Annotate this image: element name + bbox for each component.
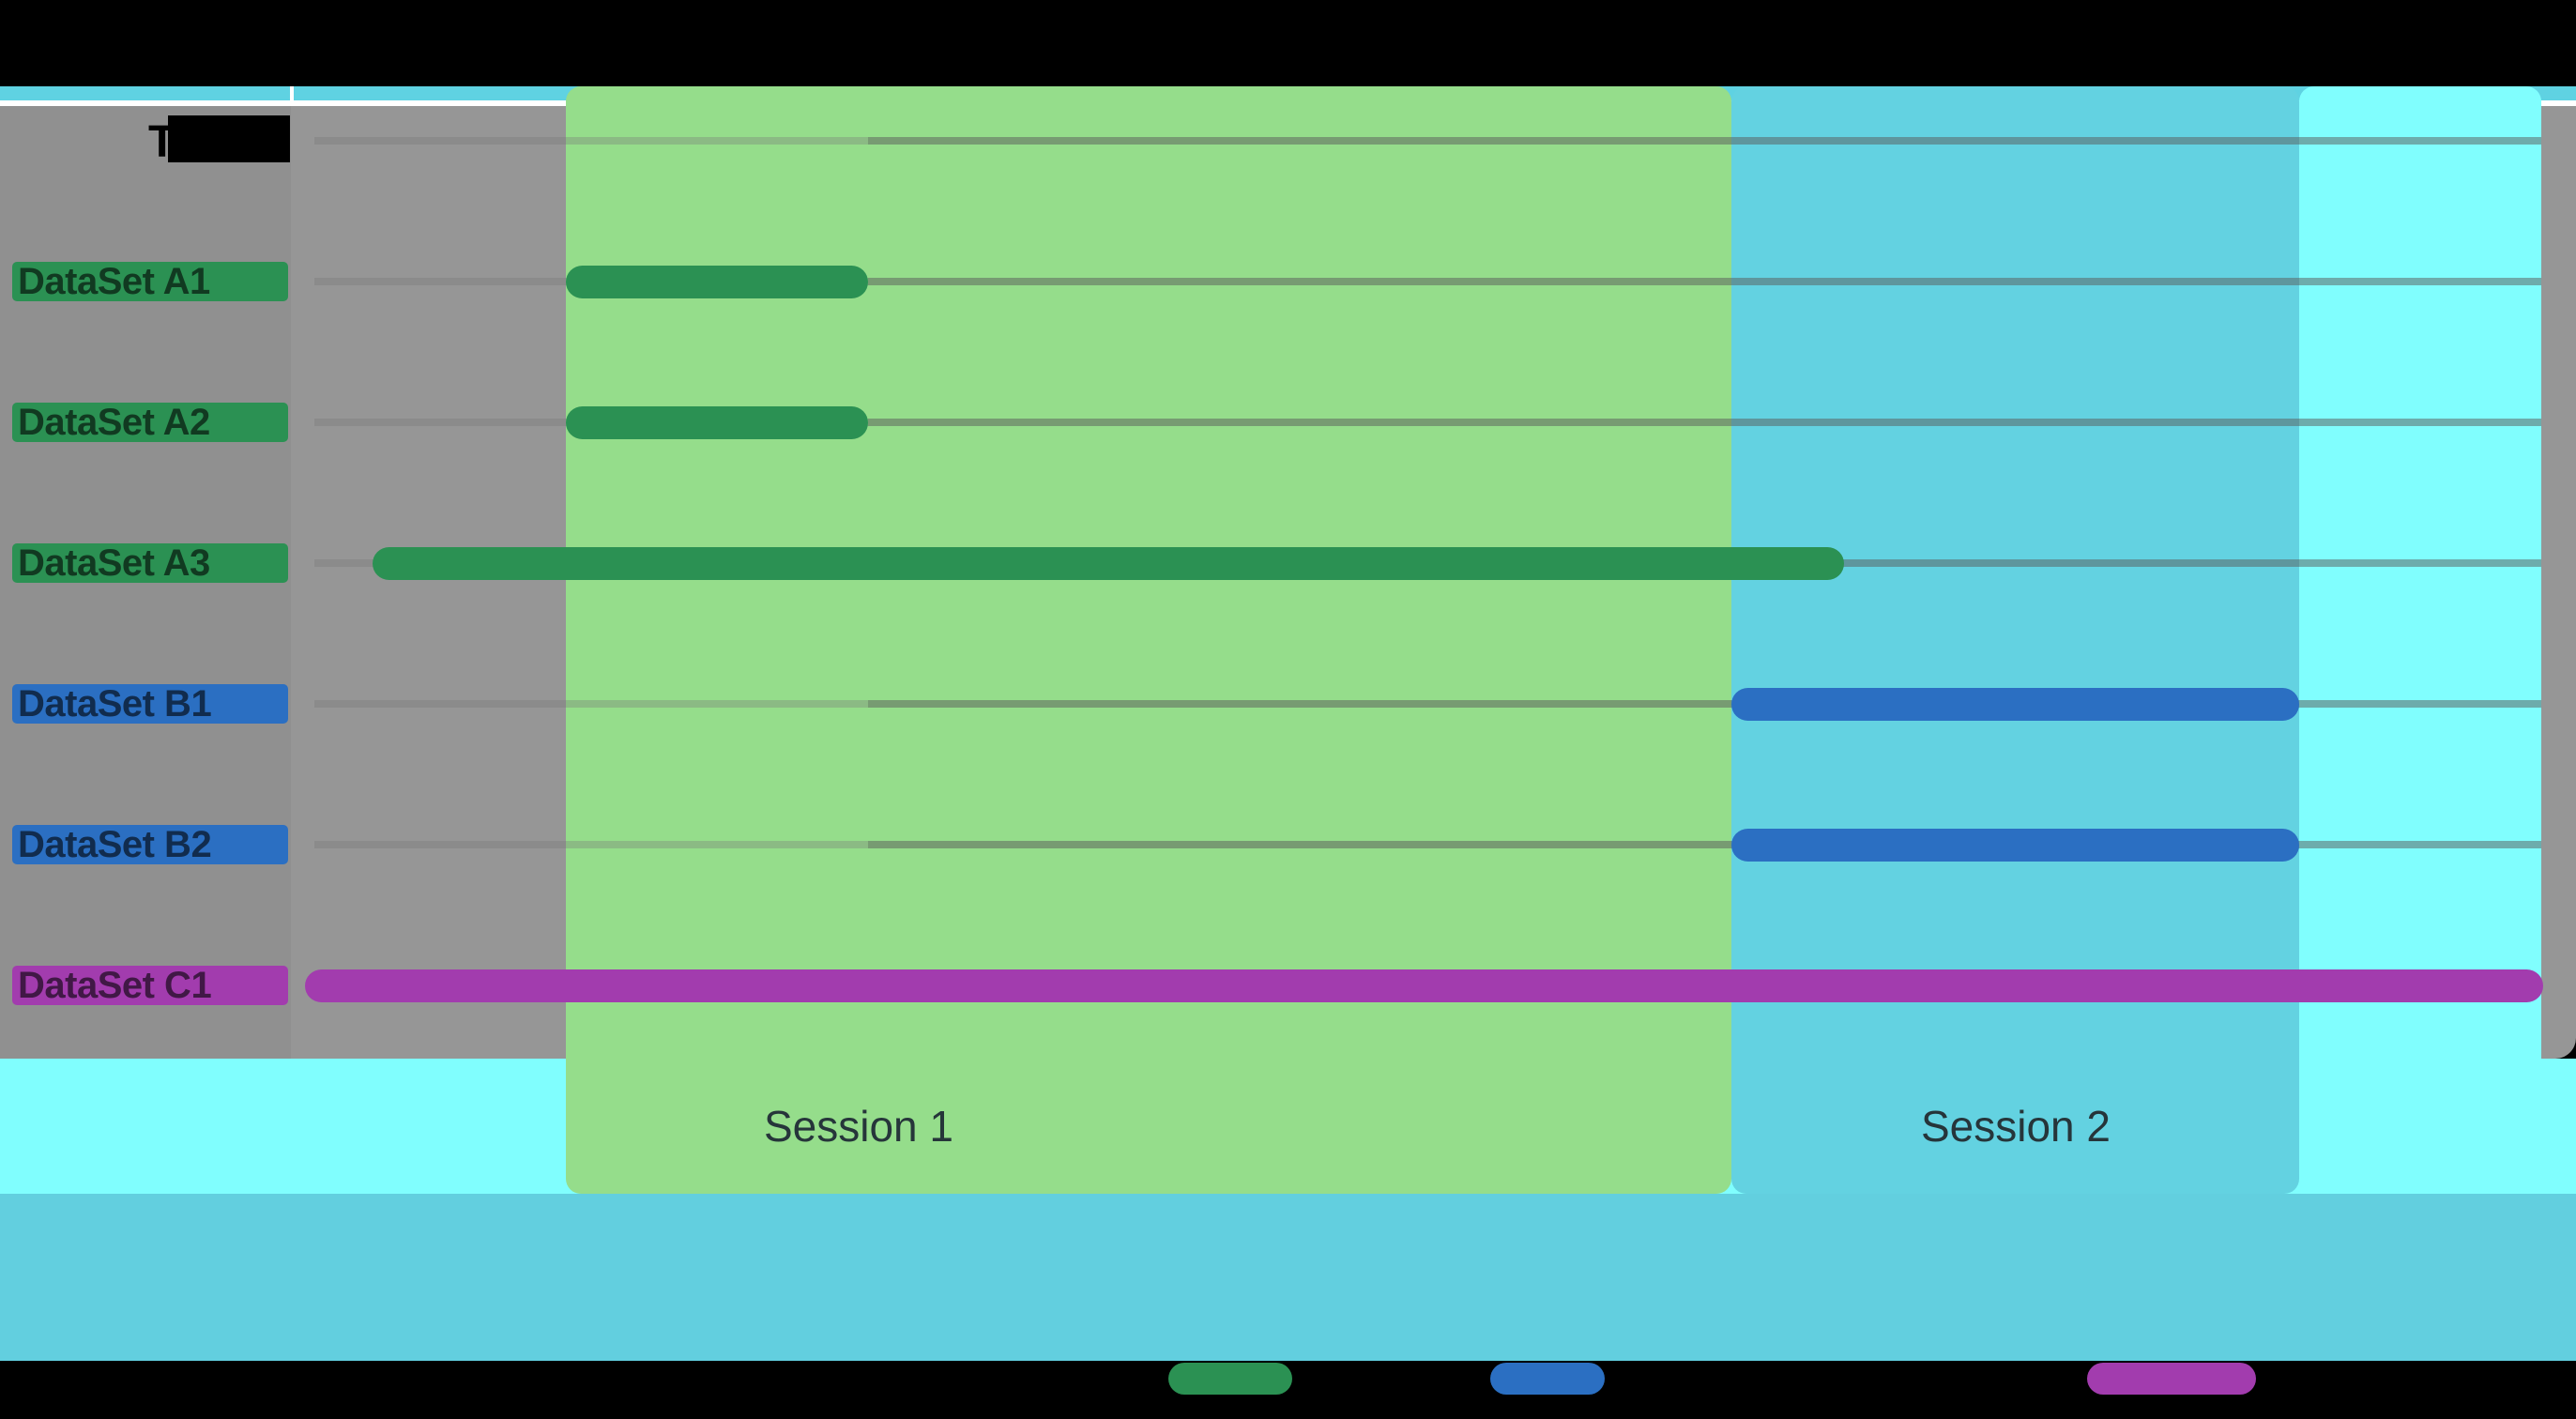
- legend-swatch-2: [1490, 1363, 1605, 1395]
- row-track-line-dark: [868, 278, 2541, 285]
- session-band-1: [566, 86, 1731, 1194]
- row-track-line-light: [314, 841, 868, 848]
- footer-cyan-band: [0, 1194, 2576, 1361]
- redaction-box: [168, 115, 290, 162]
- task-label-pill-dataset-a1: DataSet A1: [12, 262, 288, 301]
- task-bar-dataset-b1: [1731, 688, 2299, 721]
- row-track-line-dark: [868, 419, 2541, 426]
- legend-swatch-3: [2087, 1363, 2256, 1395]
- axis-tick: [290, 86, 294, 106]
- task-label-pill-dataset-a2: DataSet A2: [12, 403, 288, 442]
- row-track-line-dark: [868, 841, 2541, 848]
- task-bar-dataset-c1: [305, 969, 2543, 1002]
- task-label-pill-dataset-c1: DataSet C1: [12, 966, 288, 1005]
- task-label-pill-dataset-a3: DataSet A3: [12, 543, 288, 583]
- row-track-line-light: [314, 700, 868, 708]
- task-bar-dataset-a1: [566, 266, 868, 298]
- session-label-2: Session 2: [1920, 1102, 2111, 1151]
- row-track-line-dark: [868, 137, 2541, 145]
- row-track-line-dark: [868, 700, 2541, 708]
- task-label-pill-dataset-b1: DataSet B1: [12, 684, 288, 724]
- task-bar-dataset-b2: [1731, 829, 2299, 862]
- session-label-1: Session 1: [763, 1102, 954, 1151]
- legend-swatch-1: [1168, 1363, 1292, 1395]
- session-band-2: [1731, 86, 2299, 1194]
- session-band-3: [2299, 86, 2541, 1194]
- task-bar-dataset-a2: [566, 406, 868, 439]
- task-label-pill-dataset-b2: DataSet B2: [12, 825, 288, 864]
- row-track-line-light: [314, 137, 868, 145]
- task-bar-dataset-a3: [373, 547, 1844, 580]
